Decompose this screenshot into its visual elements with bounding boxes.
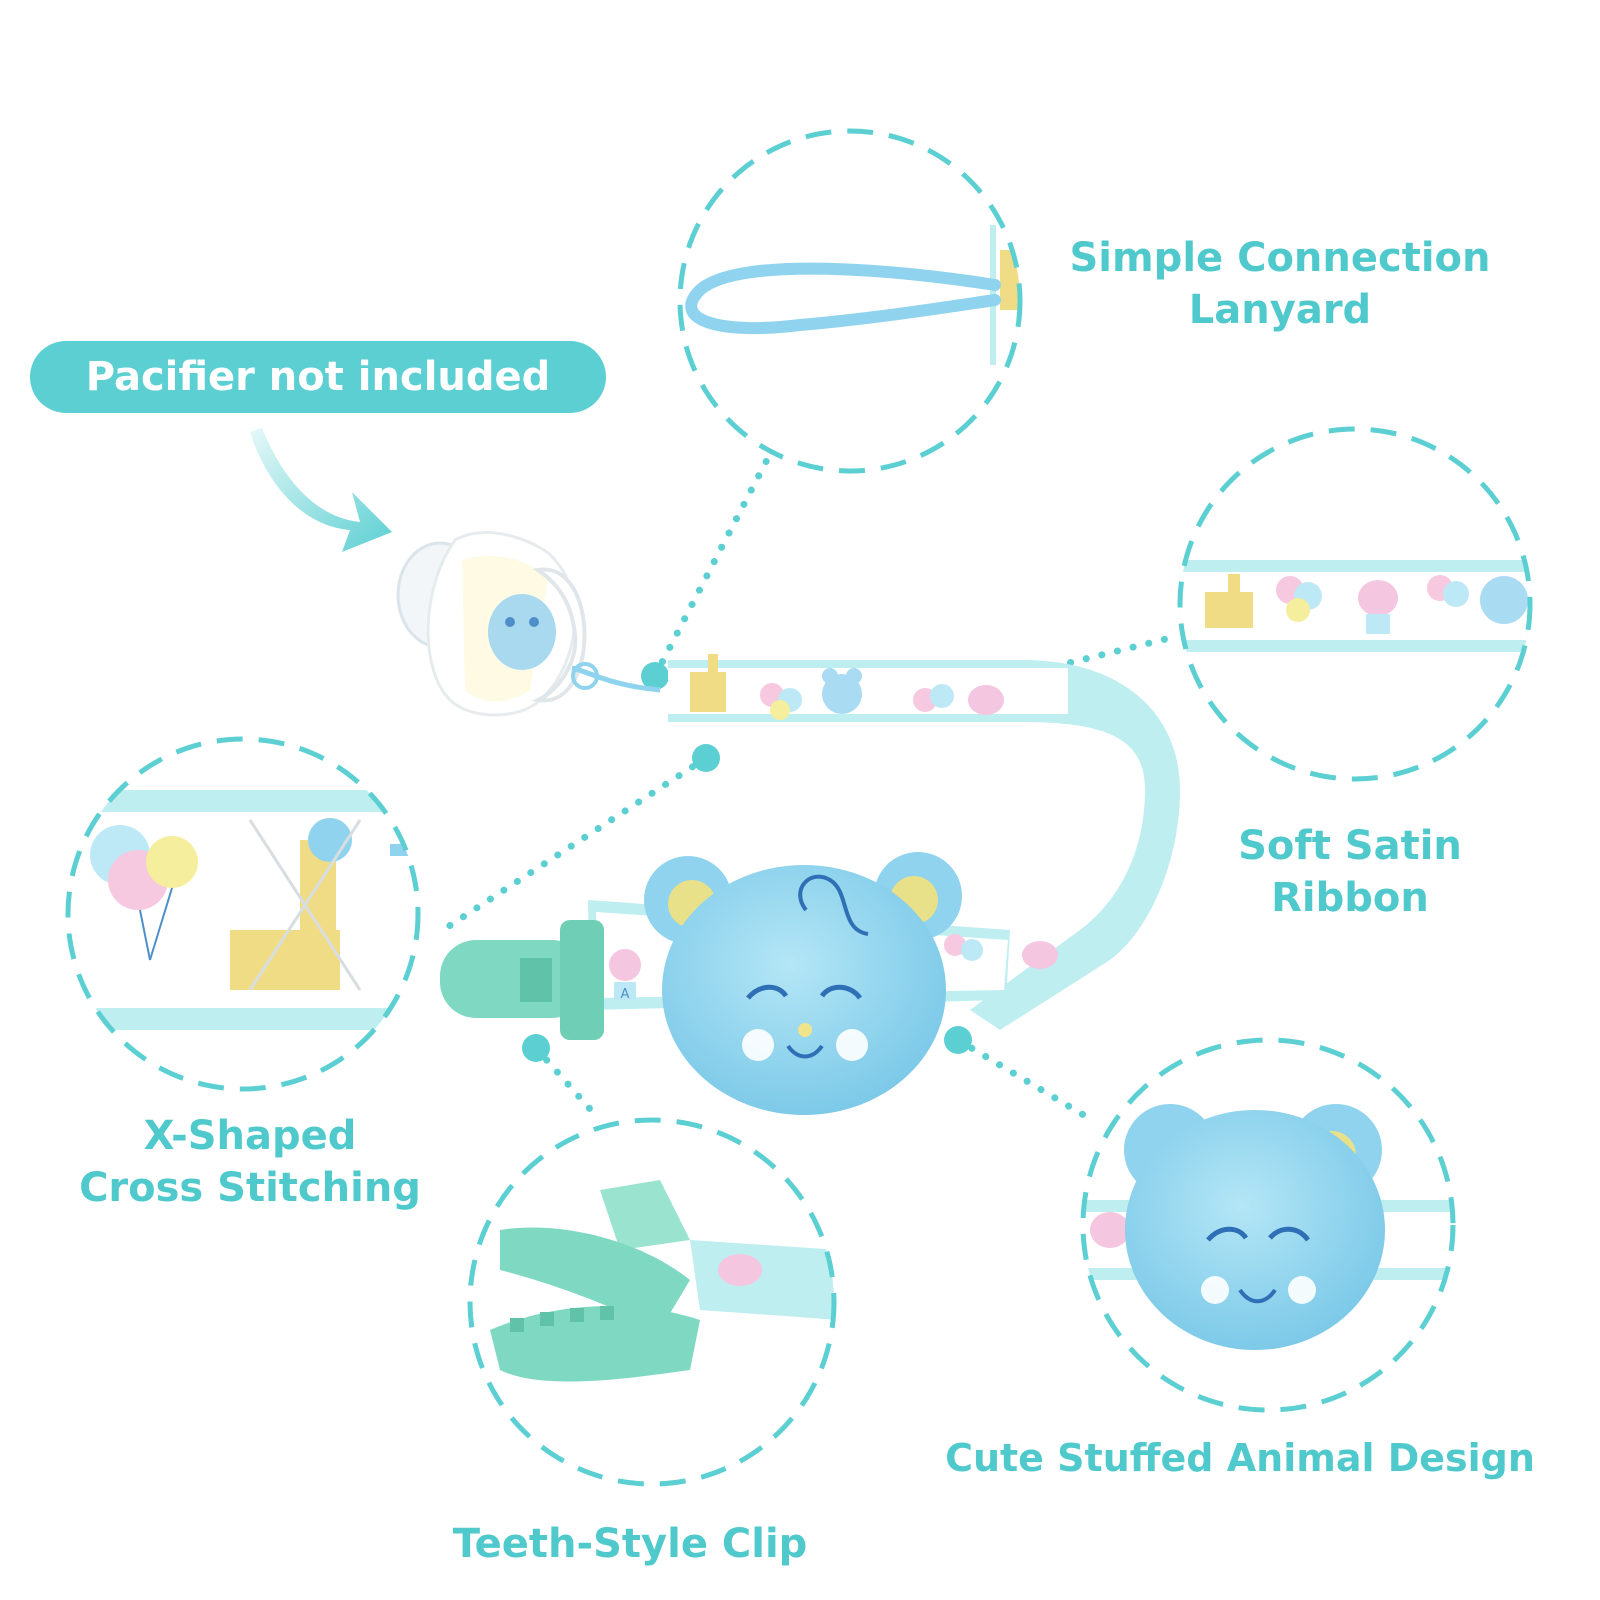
badge-text: Pacifier not included <box>85 354 551 400</box>
ribbon-letter: A <box>621 987 630 1002</box>
label-lanyard: Simple Connection Lanyard <box>1069 235 1491 333</box>
clip-icon <box>440 920 604 1040</box>
pacifier-icon <box>396 531 661 717</box>
ribbon-detail-circle <box>1177 426 1533 782</box>
lanyard-detail-circle <box>677 128 1023 474</box>
connector-lines <box>436 450 1174 1124</box>
pacifier-not-included-badge: Pacifier not included <box>30 341 606 413</box>
label-clip: Teeth-Style Clip <box>452 1521 808 1567</box>
curved-arrow-icon <box>250 428 392 552</box>
label-stitching: X-Shaped Cross Stitching <box>79 1113 421 1211</box>
bear-icon <box>644 852 962 1115</box>
label-animal: Cute Stuffed Animal Design <box>945 1436 1535 1480</box>
clip-detail-circle <box>467 1117 837 1487</box>
animal-detail-circle <box>1080 1037 1456 1413</box>
label-ribbon: Soft Satin Ribbon <box>1238 823 1462 921</box>
stitching-detail-circle <box>65 736 421 1092</box>
